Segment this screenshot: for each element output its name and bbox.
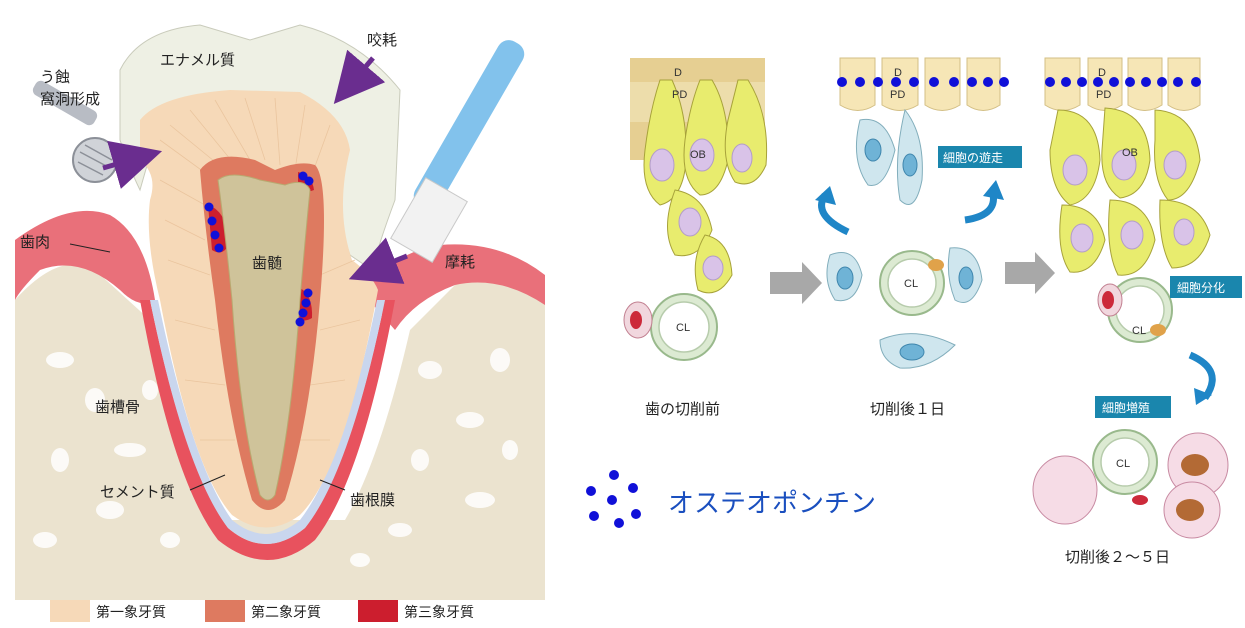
osteopontin-label: オステオポンチン: [668, 489, 876, 519]
odontoblasts-day25: [1050, 108, 1210, 275]
before-pd-label: PD: [672, 89, 687, 101]
capillary-before: [624, 294, 717, 360]
abrasion-label: 摩耗: [445, 253, 475, 271]
before-d-label: D: [674, 67, 682, 79]
day25-ob-label: OB: [1122, 147, 1138, 159]
gingiva-label: 歯肉: [20, 233, 50, 251]
pulp-label: 歯髄: [252, 254, 282, 272]
stage-day25: 細胞分化 細胞増殖 D PD OB CL CL 切削後２〜５日: [1033, 58, 1242, 566]
alveolar-bone-label: 歯槽骨: [95, 398, 140, 416]
day25-caption: 切削後２〜５日: [1065, 548, 1170, 566]
legend-label-primary: 第一象牙質: [96, 604, 166, 621]
osteopontin-key: オステオポンチン: [586, 470, 876, 528]
osteopontin-icon: [586, 470, 641, 528]
before-caption: 歯の切削前: [645, 400, 720, 418]
day1-caption: 切削後１日: [870, 400, 945, 418]
capillary-day25-lower: [1033, 430, 1228, 538]
stage-arrow-2: [1005, 252, 1055, 294]
caries-label-line1: う蝕: [40, 68, 70, 86]
legend-swatch-secondary: [205, 600, 245, 622]
enamel-label: エナメル質: [160, 51, 235, 69]
legend-label-tertiary: 第三象牙質: [404, 604, 474, 621]
attrition-label: 咬耗: [367, 31, 397, 49]
day1-d-label: D: [894, 67, 902, 79]
toothbrush: [391, 36, 529, 263]
osteopontin-dots-day25: [1045, 77, 1201, 87]
cementum-label: セメント質: [100, 483, 175, 501]
before-cl-label: CL: [676, 322, 690, 334]
day1-cl-label: CL: [904, 278, 918, 290]
day25-pd-label: PD: [1096, 89, 1111, 101]
stage-before: D PD OB CL 歯の切削前: [624, 58, 767, 418]
proliferation-badge-text: 細胞増殖: [1102, 400, 1150, 415]
pdl-label: 歯根膜: [350, 491, 395, 509]
stage-day1: 細胞の遊走 D PD CL 切削後１日: [815, 58, 1022, 418]
tooth-cross-section: エナメル質 咬耗 う蝕 窩洞形成 歯肉 歯髄 摩耗 歯槽骨 セメント質 歯根膜: [15, 25, 545, 600]
dentin-legend: 第一象牙質 第二象牙質 第三象牙質: [50, 600, 474, 622]
before-ob-label: OB: [690, 149, 706, 161]
day25-cl-label-upper: CL: [1132, 325, 1146, 337]
day25-cl-label-lower: CL: [1116, 458, 1130, 470]
legend-swatch-tertiary: [358, 600, 398, 622]
day1-pd-label: PD: [890, 89, 905, 101]
legend-swatch-primary: [50, 600, 90, 622]
stage-arrow-1: [770, 262, 822, 304]
migration-badge-text: 細胞の遊走: [943, 150, 1003, 165]
differentiation-badge-text: 細胞分化: [1177, 281, 1225, 295]
day25-d-label: D: [1098, 67, 1106, 79]
caries-label-line2: 窩洞形成: [40, 90, 100, 108]
legend-label-secondary: 第二象牙質: [251, 604, 321, 621]
